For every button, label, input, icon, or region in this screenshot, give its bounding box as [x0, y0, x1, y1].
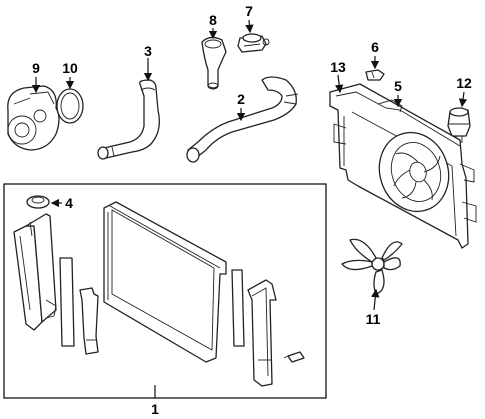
callout-8: 8	[209, 12, 217, 28]
callout-5: 5	[394, 78, 402, 94]
fan-shroud-part	[329, 83, 477, 249]
callout-1: 1	[151, 401, 159, 417]
callout-11: 11	[366, 311, 381, 327]
callout-13: 13	[330, 59, 346, 75]
radiator-assembly-frame	[3, 183, 327, 399]
callout-6: 6	[371, 39, 379, 55]
radiator-hose-upper-part	[186, 76, 299, 163]
drain-tube-part	[79, 287, 99, 355]
callout-2: 2	[237, 91, 245, 107]
radiator-right-tank-part	[247, 279, 277, 387]
callout-labels: 1 2 3 4 5 6 7 8 9 10 11 12 13	[32, 3, 472, 417]
pump-gasket-part	[56, 88, 84, 124]
thermostat-housing-part	[201, 36, 227, 90]
drain-plug-part	[283, 351, 305, 363]
shroud-clip-part	[365, 69, 385, 81]
water-pump-part	[7, 85, 60, 151]
callout-9: 9	[32, 60, 40, 76]
seal-strip-part	[59, 257, 75, 347]
radiator-left-tank-part	[13, 213, 57, 331]
radiator-core-part	[103, 201, 227, 363]
thermostat-part	[237, 33, 270, 53]
fan-blade-part	[341, 238, 403, 295]
fan-motor-part	[447, 107, 471, 143]
callout-12: 12	[456, 75, 472, 91]
callout-4: 4	[65, 195, 73, 211]
radiator-cap-part	[26, 195, 50, 209]
callout-7: 7	[245, 3, 253, 19]
leader-lines	[31, 19, 468, 398]
callout-10: 10	[62, 60, 78, 76]
radiator-hose-lower-part	[97, 79, 160, 160]
callout-3: 3	[144, 43, 152, 59]
radiator-bracket-part	[231, 269, 245, 347]
